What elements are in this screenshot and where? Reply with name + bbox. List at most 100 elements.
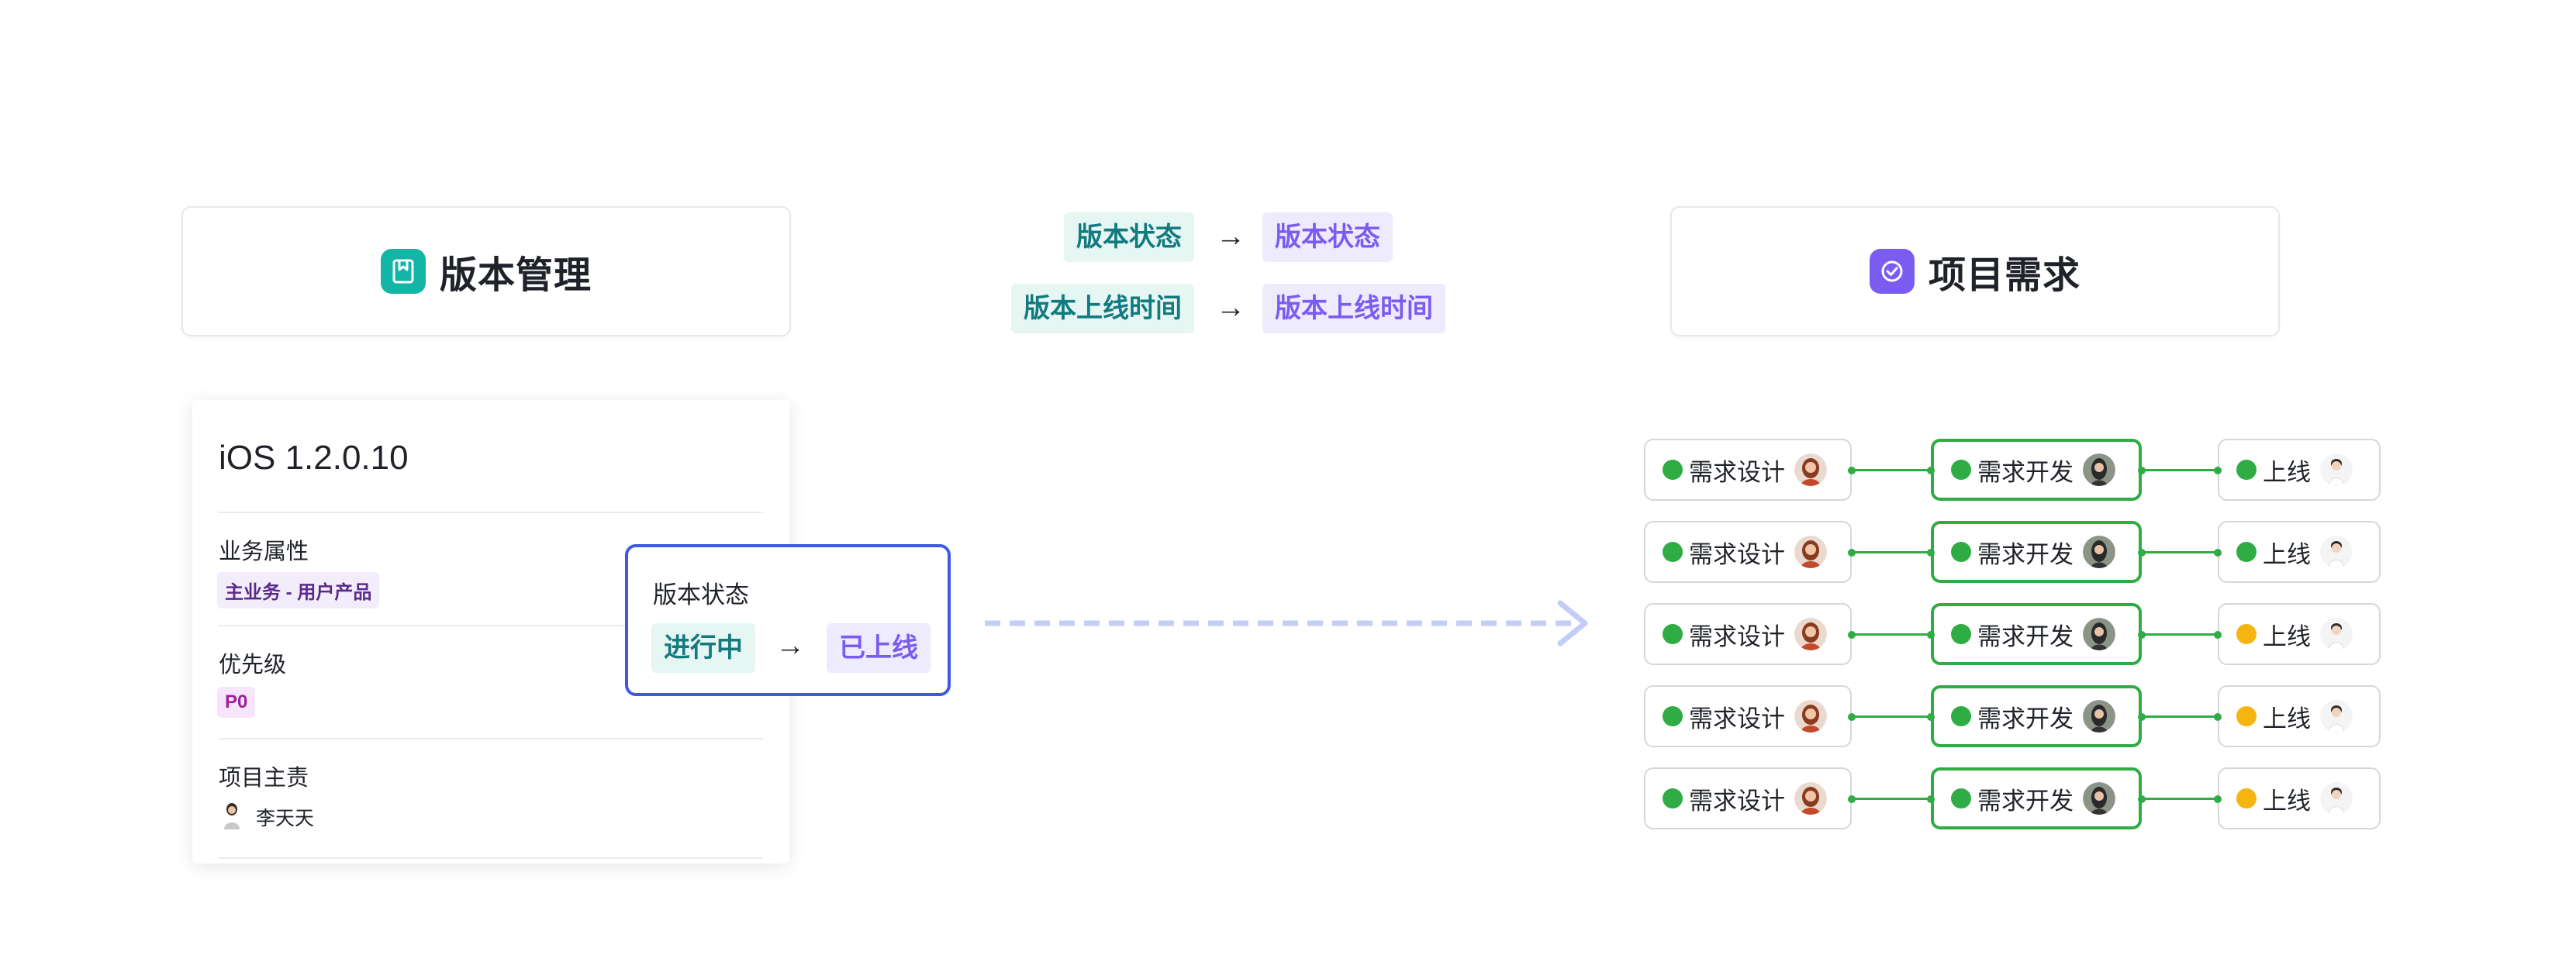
- flow-connector: [2142, 551, 2218, 553]
- connector-dot: [1927, 467, 1935, 474]
- status-dot-icon: [1663, 706, 1683, 726]
- status-dot-icon: [1663, 460, 1683, 480]
- status-dot-icon: [2236, 706, 2257, 726]
- arrow-right-icon: →: [1216, 220, 1245, 253]
- flow-node-label: 上线: [2263, 622, 2311, 650]
- flow-node-development[interactable]: 需求开发: [1931, 439, 2142, 501]
- sync-arrow-icon: [985, 600, 1588, 646]
- flow-node-label: 需求开发: [1977, 705, 2074, 733]
- flow-node-launch[interactable]: 上线: [2218, 521, 2381, 583]
- flow-node-label: 上线: [2263, 705, 2311, 733]
- project-requirements-title: 项目需求: [1928, 255, 2080, 296]
- status-dot-icon: [1663, 542, 1683, 562]
- flow-node-launch[interactable]: 上线: [2218, 439, 2381, 501]
- flow-node-development[interactable]: 需求开发: [1931, 767, 2142, 829]
- status-dot-icon: [2236, 788, 2257, 808]
- flow-connector: [2142, 798, 2218, 800]
- status-from: 进行中: [651, 623, 755, 673]
- avatar: [1794, 782, 1827, 815]
- divider: [219, 738, 763, 740]
- version-management-title: 版本管理: [439, 255, 592, 296]
- arrow-right-icon: →: [1216, 291, 1245, 324]
- owner-name: 李天天: [256, 808, 315, 829]
- divider: [219, 625, 763, 626]
- mapping-source-2: 版本上线时间: [1011, 284, 1194, 333]
- arrow-right-icon: →: [775, 629, 805, 662]
- avatar: [2083, 536, 2115, 568]
- flow-node-label: 上线: [2263, 787, 2311, 815]
- flow-connector: [1852, 715, 1931, 718]
- connector-dot: [1848, 795, 1856, 803]
- version-title: iOS 1.2.0.10: [219, 439, 409, 477]
- avatar: [2320, 536, 2353, 568]
- connector-dot: [2138, 713, 2146, 721]
- avatar: [220, 802, 243, 829]
- flow-node-label: 需求开发: [1977, 622, 2074, 650]
- avatar: [1794, 700, 1827, 733]
- flow-node-design[interactable]: 需求设计: [1644, 767, 1852, 829]
- check-circle-icon: [1869, 249, 1915, 294]
- project-requirements-card: 项目需求: [1670, 206, 2280, 336]
- popup-title: 版本状态: [653, 581, 749, 609]
- status-dot-icon: [2236, 624, 2257, 644]
- connector-dot: [2214, 467, 2222, 474]
- flow-node-development[interactable]: 需求开发: [1931, 521, 2142, 583]
- flow-node-launch[interactable]: 上线: [2218, 603, 2381, 665]
- flow-node-design[interactable]: 需求设计: [1644, 521, 1852, 583]
- avatar: [1794, 618, 1827, 650]
- flow-connector: [2142, 633, 2218, 636]
- connector-dot: [1848, 549, 1856, 557]
- flow-node-label: 需求开发: [1977, 458, 2074, 486]
- flow-node-development[interactable]: 需求开发: [1931, 603, 2142, 665]
- connector-dot: [2138, 467, 2146, 474]
- flow-node-design[interactable]: 需求设计: [1644, 439, 1852, 501]
- connector-dot: [2214, 795, 2222, 803]
- avatar: [1794, 453, 1827, 486]
- connector-dot: [2138, 631, 2146, 639]
- flow-node-launch[interactable]: 上线: [2218, 767, 2381, 829]
- avatar: [1794, 536, 1827, 568]
- flow-node-launch[interactable]: 上线: [2218, 685, 2381, 747]
- connector-dot: [1848, 467, 1856, 474]
- flow-node-label: 需求设计: [1689, 540, 1785, 568]
- priority-label: 优先级: [219, 653, 287, 677]
- status-change-popup: 版本状态 进行中 → 已上线: [625, 544, 951, 696]
- connector-dot: [1927, 713, 1935, 721]
- flow-connector: [2142, 715, 2218, 718]
- status-dot-icon: [1951, 706, 1971, 726]
- connector-dot: [1927, 549, 1935, 557]
- avatar: [2083, 618, 2115, 650]
- connector-dot: [2138, 795, 2146, 803]
- flow-connector: [1852, 798, 1931, 800]
- mapping-target-2: 版本上线时间: [1262, 284, 1445, 333]
- flow-connector: [1852, 469, 1931, 471]
- business-attribute-label: 业务属性: [219, 540, 309, 564]
- connector-dot: [1927, 631, 1935, 639]
- connector-dot: [1848, 713, 1856, 721]
- flow-node-development[interactable]: 需求开发: [1931, 685, 2142, 747]
- flow-connector: [1852, 633, 1931, 636]
- flow-node-label: 需求设计: [1689, 787, 1785, 815]
- flow-node-design[interactable]: 需求设计: [1644, 685, 1852, 747]
- version-management-card: 版本管理: [181, 206, 791, 336]
- flow-node-label: 上线: [2263, 458, 2311, 486]
- mapping-target-1: 版本状态: [1262, 212, 1393, 262]
- avatar: [2320, 782, 2353, 815]
- flow-node-label: 需求开发: [1977, 787, 2074, 815]
- status-dot-icon: [2236, 460, 2257, 480]
- status-dot-icon: [1663, 788, 1683, 808]
- avatar: [2083, 453, 2115, 486]
- flow-node-label: 需求设计: [1689, 622, 1785, 650]
- flow-node-label: 上线: [2263, 540, 2311, 568]
- status-dot-icon: [1951, 460, 1971, 480]
- priority-tag: P0: [217, 687, 256, 718]
- avatar: [2320, 453, 2353, 486]
- avatar: [2083, 700, 2115, 733]
- flow-connector: [1852, 551, 1931, 553]
- flow-node-label: 需求设计: [1689, 458, 1785, 486]
- flow-node-design[interactable]: 需求设计: [1644, 603, 1852, 665]
- connector-dot: [1927, 795, 1935, 803]
- connector-dot: [1848, 631, 1856, 639]
- connector-dot: [2214, 713, 2222, 721]
- status-dot-icon: [1951, 542, 1971, 562]
